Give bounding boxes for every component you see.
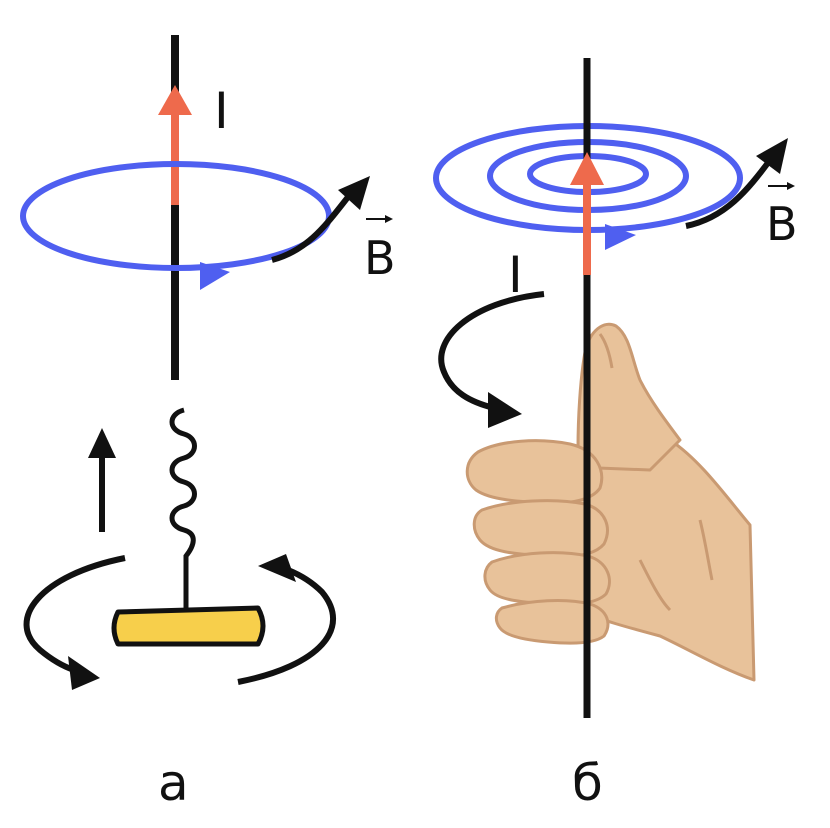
field-vector-arrow-b — [685, 158, 773, 229]
current-arrow-a — [158, 85, 192, 205]
caption-a: а — [158, 754, 189, 812]
field-label-b: B — [766, 197, 798, 251]
caption-b: б — [572, 754, 603, 812]
screw-advance-arrow — [88, 428, 116, 532]
panel-a: I B а — [20, 35, 396, 812]
curl-direction-arrow — [438, 291, 545, 428]
field-direction-arrow-b — [605, 224, 636, 250]
screw-spring — [169, 407, 197, 608]
current-label-a: I — [214, 82, 229, 140]
field-direction-arrow-a — [200, 262, 230, 290]
current-arrow-b — [570, 152, 604, 275]
field-label-a: B — [364, 231, 396, 285]
screw-head — [111, 605, 266, 647]
current-label-b: I — [508, 246, 523, 304]
field-vector-arrow-a — [271, 190, 355, 263]
rotation-arrow-right — [237, 554, 336, 685]
rotation-arrow-left — [23, 555, 126, 690]
panel-b: B I — [433, 58, 798, 812]
field-label-b-group: B — [766, 182, 798, 251]
field-label-a-group: B — [364, 215, 396, 285]
hand-illustration — [465, 322, 756, 682]
